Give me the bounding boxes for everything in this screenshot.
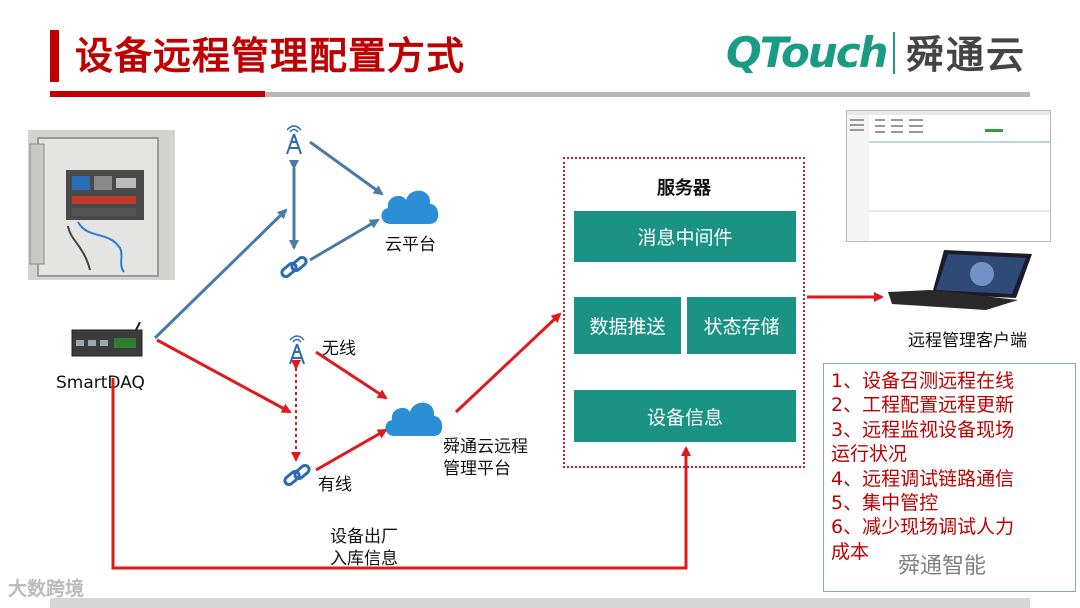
feature-list: 1、设备召测远程在线 2、工程配置远程更新 3、远程监视设备现场 运行状况 4、… [823,363,1076,592]
feature-item: 1、设备召测远程在线 [831,370,1015,392]
data-push-block: 数据推送 [574,297,681,354]
feature-item: 3、远程监视设备现场 [831,418,1015,441]
remote-client-label: 远程管理客户端 [908,331,1027,351]
platform-path-arrows [111,292,884,570]
watermark-left: 大数跨境 [8,578,85,600]
feature-item: 2、工程配置远程更新 [831,394,1015,417]
wired-link-icon [282,462,312,490]
middleware-block: 消息中间件 [574,211,796,262]
brand-logo-cn: 舜通云 [906,33,1027,77]
laptop-client-icon [886,248,1036,310]
title-underline-red [50,91,265,97]
cloud-path-arrows [153,140,384,340]
remote-platform-cloud-icon [382,396,446,438]
smartdaq-device-icon [70,321,150,358]
wired-link-icon [279,254,309,282]
feature-item: 成本 [831,540,870,563]
device-info-block: 设备信息 [574,390,796,442]
client-software-screenshot [846,110,1051,242]
factory-info-label: 设备出厂 入库信息 [330,527,398,569]
state-storage-block: 状态存储 [687,297,796,354]
remote-platform-label: 舜通云远程 管理平台 [443,437,528,479]
title-underline-grey [265,92,1030,97]
wired-label: 有线 [318,475,352,495]
control-cabinet-photo [28,130,175,280]
wireless-tower-icon [284,334,310,366]
feature-item: 5、集中管控 [831,492,939,515]
cloud-platform-icon [378,184,442,226]
feature-item: 运行状况 [831,443,908,466]
cloud-platform-label: 云平台 [385,235,436,255]
page-title: 设备远程管理配置方式 [75,34,466,78]
smartdaq-label: SmartDAQ [56,373,145,393]
server-title: 服务器 [657,178,711,199]
wireless-tower-icon [281,124,307,156]
feature-item: 6、减少现场调试人力 [831,516,1015,539]
feature-item: 4、远程调试链路通信 [831,467,1015,490]
watermark-right: 舜通智能 [898,554,987,579]
logo-separator [893,32,895,74]
brand-logo-text: QTouch [726,28,888,77]
wireless-label: 无线 [322,339,356,359]
title-accent-bar [50,30,59,82]
server-container [563,157,805,468]
footer-bar [50,598,1030,608]
